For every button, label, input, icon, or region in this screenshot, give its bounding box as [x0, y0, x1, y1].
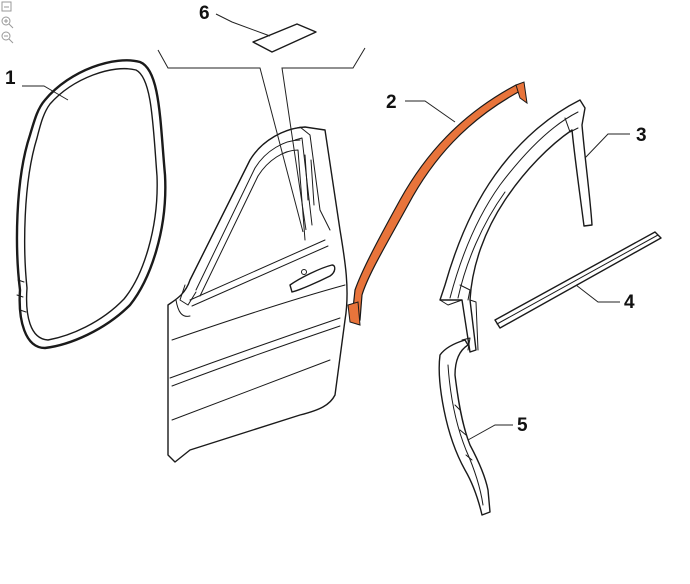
reference-bracket: [157, 47, 366, 233]
leader-2: [405, 100, 456, 123]
leader-6: [215, 13, 271, 37]
zoom-in-icon[interactable]: [0, 15, 14, 29]
front-door-shell: [167, 126, 348, 463]
leader-5: [467, 424, 513, 441]
callout-3: 3: [636, 125, 647, 146]
callout-5: 5: [517, 415, 528, 436]
lower-pillar-trim-part[interactable]: [438, 337, 491, 516]
door-seal-part[interactable]: [15, 59, 167, 350]
leader-1: [22, 85, 69, 101]
zoom-out-icon[interactable]: [0, 30, 14, 44]
callout-6: 6: [199, 3, 210, 24]
leader-3: [584, 133, 630, 159]
upper-frame-seal-part[interactable]: [347, 81, 528, 326]
window-channel-part[interactable]: [439, 99, 593, 353]
callout-2: 2: [386, 92, 397, 113]
callout-1: 1: [5, 68, 16, 89]
leader-4: [575, 284, 620, 303]
reset-icon[interactable]: [0, 0, 14, 14]
belt-moulding-part[interactable]: [494, 231, 662, 329]
callout-4: 4: [624, 292, 635, 313]
label-sticker-part[interactable]: [252, 23, 317, 53]
